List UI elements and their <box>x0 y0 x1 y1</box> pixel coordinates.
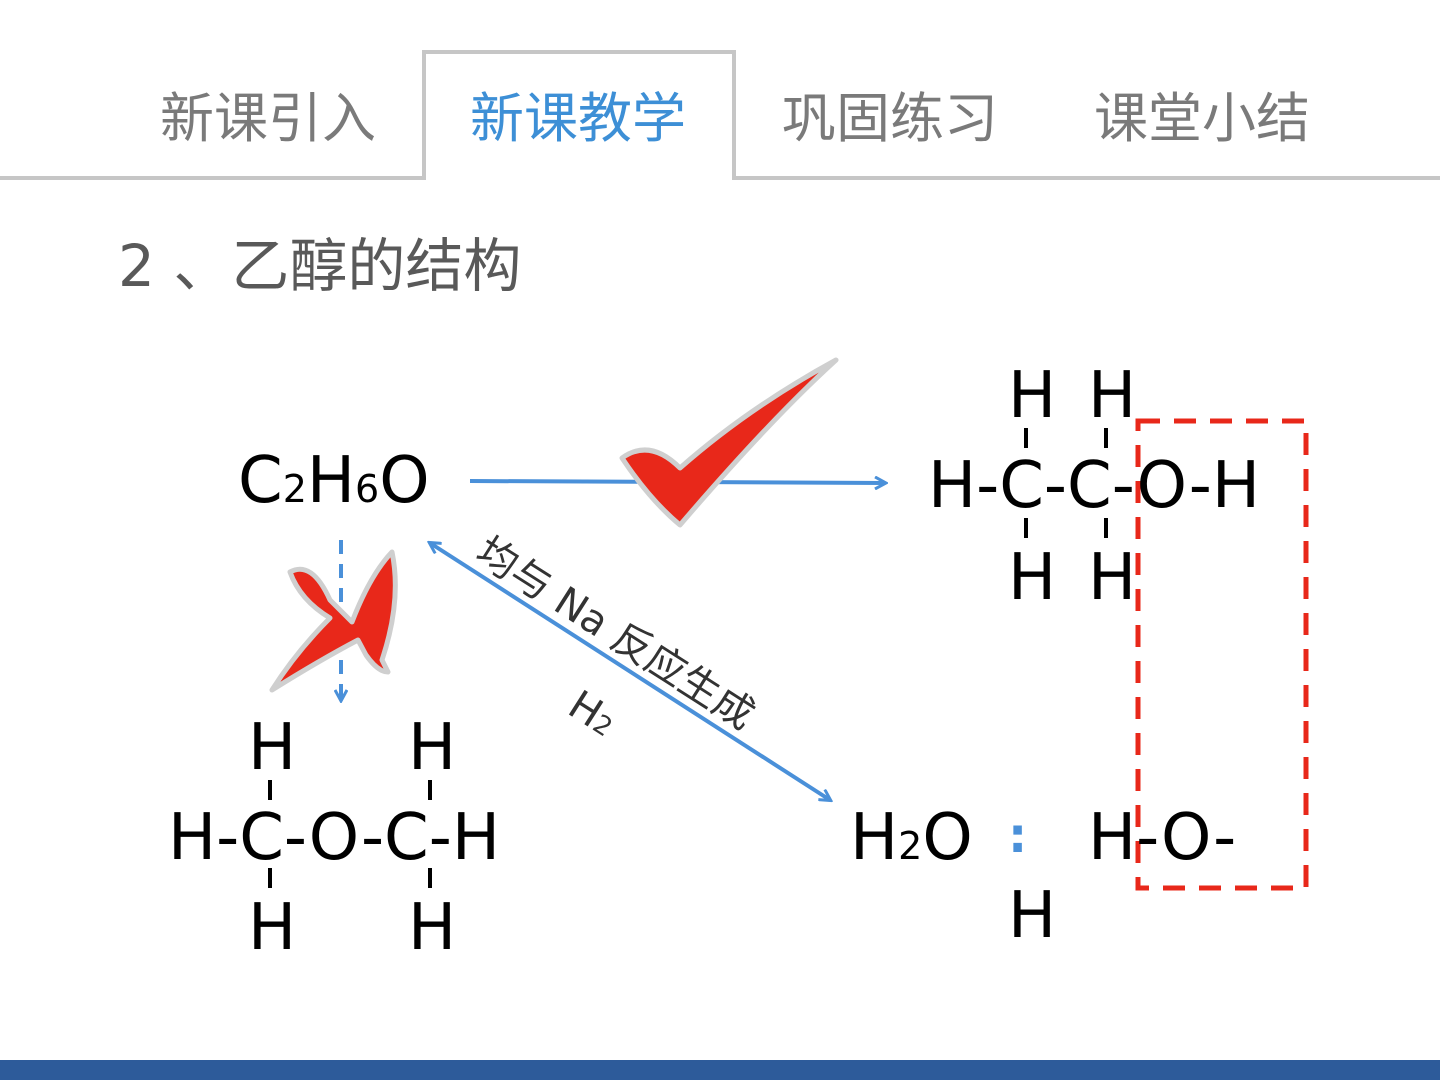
ether-bond-top-2 <box>428 780 432 800</box>
hydroxyl-highlight-box <box>1135 418 1309 891</box>
ethanol-top-h1: H <box>1008 359 1057 433</box>
formula-sub-2: 2 <box>282 467 307 511</box>
ether-top-h2: H <box>408 711 457 785</box>
ethanol-bond-bottom-1 <box>1024 518 1028 538</box>
checkmark-icon <box>619 357 839 528</box>
water-h-below: H <box>1008 879 1057 953</box>
ethanol-top-h2: H <box>1088 359 1137 433</box>
water-sub-2: 2 <box>898 824 923 868</box>
footer-bar <box>0 1060 1440 1080</box>
tab-intro[interactable]: 新课引入 <box>160 87 376 150</box>
tab-teaching[interactable]: 新课教学 <box>470 87 686 150</box>
ether-bond-bottom-1 <box>268 868 272 888</box>
water-formula: H2O <box>850 806 973 870</box>
tab-underline-left <box>0 176 424 180</box>
ether-top-h1: H <box>248 711 297 785</box>
cross-icon <box>269 549 398 693</box>
tab-underline-right <box>730 176 1440 180</box>
ether-bond-bottom-2 <box>428 868 432 888</box>
ether-bottom-h2: H <box>408 891 457 965</box>
tab-summary[interactable]: 课堂小结 <box>1094 87 1310 150</box>
water-ho: H-O- <box>1088 801 1237 875</box>
ether-bond-top-1 <box>268 780 272 800</box>
formula-sub-6: 6 <box>355 467 380 511</box>
ethanol-bond-top-1 <box>1024 428 1028 448</box>
ethanol-bottom-h1: H <box>1008 541 1057 615</box>
ethanol-main-chain: H-C-C-O-H <box>928 449 1260 523</box>
ethanol-bond-top-2 <box>1104 428 1108 448</box>
active-tab-frame <box>422 50 736 180</box>
ether-main-chain: H-C-O-C-H <box>168 801 500 875</box>
water-h: H <box>850 801 899 875</box>
ether-bottom-h1: H <box>248 891 297 965</box>
molecular-formula: C2H6O <box>238 449 430 513</box>
formula-o: O <box>379 444 430 518</box>
ethanol-bond-bottom-2 <box>1104 518 1108 538</box>
ethanol-bottom-h2: H <box>1088 541 1137 615</box>
formula-h: H <box>306 444 355 518</box>
tab-bar: 新课引入 新课教学 巩固练习 课堂小结 <box>0 0 1440 190</box>
water-o: O <box>922 801 973 875</box>
arrow-to-water <box>430 543 830 800</box>
tab-practice[interactable]: 巩固练习 <box>782 87 998 150</box>
section-title: 2 、乙醇的结构 <box>118 232 522 300</box>
formula-c: C <box>238 444 283 518</box>
water-colon: : <box>1008 808 1028 864</box>
